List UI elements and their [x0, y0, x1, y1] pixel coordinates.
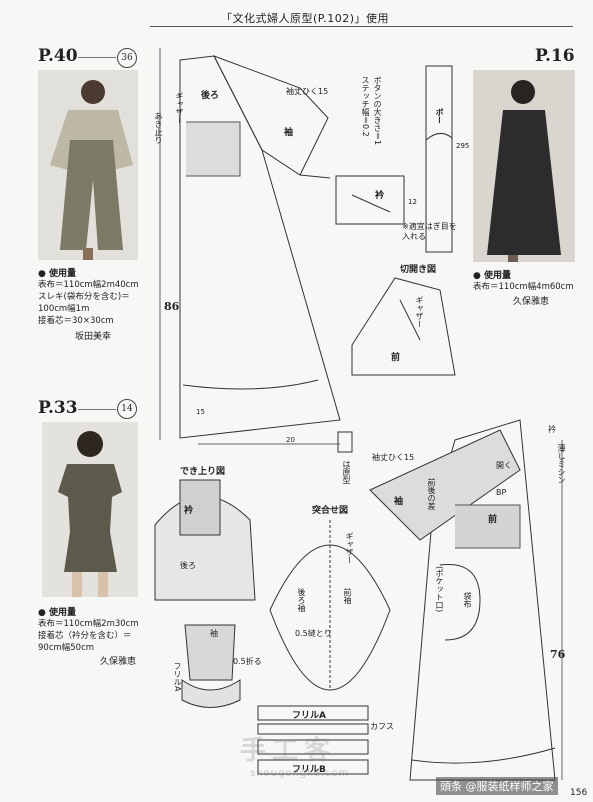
- label-front-2: 前: [488, 515, 498, 525]
- label-button-size: ボタンの大きさ＝1: [373, 76, 382, 146]
- label-seam-note: ※適宜はぎ目を 入れる: [402, 222, 457, 241]
- label-open: 開く: [496, 461, 512, 470]
- label-cut-open-view: 切開き図: [400, 265, 437, 275]
- label-back-sleeve: 後ろ袖: [297, 588, 306, 612]
- label-collar: 衿: [375, 191, 385, 201]
- label-gather-2: ギャザー: [415, 296, 424, 328]
- label-sleeve-3: 袖: [394, 497, 404, 507]
- model-photo-p33: [42, 422, 138, 597]
- page-ref-p16: P.16: [535, 46, 575, 66]
- materials-heading-p16: ● 使用量: [473, 271, 512, 281]
- dim-76: 76: [550, 648, 566, 661]
- materials-list-p40: 表布＝110cm幅2m40cm スレキ(袋布分を含む)＝ 100cm幅1m 接着…: [38, 280, 139, 326]
- author-p40: 坂田美幸: [75, 332, 112, 342]
- dim-295: 295: [456, 142, 470, 150]
- label-back: 後ろ: [201, 91, 220, 101]
- label-sleeve-length: 袖丈ひく15: [286, 87, 329, 96]
- label-collar-2: 衿: [184, 506, 194, 516]
- ref-rule: [78, 57, 116, 58]
- label-back-2: 後ろ: [180, 561, 196, 570]
- label-sleeve-2: 袖: [210, 629, 218, 638]
- dim-12: 12: [408, 198, 417, 206]
- ref-rule: [78, 409, 116, 410]
- materials-heading-text: 使用量: [49, 269, 77, 279]
- label-sleeve: 袖: [284, 128, 294, 138]
- materials-heading-text: 使用量: [49, 608, 77, 618]
- page-ref-p33: P.33: [38, 398, 78, 418]
- label-stitch-width: ステッチ幅＝0.2: [361, 76, 370, 137]
- model-photo-p40: [38, 70, 138, 260]
- materials-list-p33: 表布＝110cm幅2m30cm 接着芯（衿分を含む）＝ 90cm幅50cm: [38, 619, 139, 653]
- materials-heading-p40: ● 使用量: [38, 269, 77, 279]
- watermark-logo: 手工客: [240, 736, 337, 766]
- author-p16: 久保雅恵: [513, 297, 550, 307]
- label-pocket-bag: 袋布: [463, 592, 472, 608]
- label-opening-stop: あき止り: [154, 112, 163, 144]
- label-ease: 0.5縫とり: [295, 629, 332, 638]
- materials-heading-text: 使用量: [484, 271, 512, 281]
- label-front-back-diff: 前後の差: [427, 478, 436, 510]
- model-photo-p16: [473, 70, 575, 262]
- dim-15: 15: [196, 408, 205, 416]
- label-cuffs: カフス: [370, 722, 394, 731]
- label-sleeve-length-2: 袖丈ひく15: [372, 453, 415, 462]
- label-collar-3: 衿: [548, 425, 556, 434]
- label-bp: BP: [496, 488, 507, 497]
- label-frill-b-strip: フリルB: [292, 765, 326, 775]
- author-p33: 久保雅恵: [100, 657, 137, 667]
- page-number: 156: [570, 788, 588, 798]
- label-gather-3: ギャザー: [345, 532, 354, 564]
- page-ref-p40: P.40: [38, 46, 78, 66]
- label-pocket-opening: (ポケット口): [435, 566, 444, 613]
- label-butted-view: 突合せ図: [312, 506, 349, 516]
- label-frill-a-strip: フリルA: [292, 711, 326, 721]
- watermark-url: shougongke.com: [250, 768, 350, 779]
- pattern-number-badge: 36: [117, 48, 137, 68]
- label-light-stitch: 薄しミシン: [557, 444, 566, 484]
- label-base-pattern: は原型: [342, 460, 351, 484]
- pattern-number-badge: 14: [117, 399, 137, 419]
- header-rule: [150, 26, 573, 27]
- label-frill-a: フリルA: [173, 662, 182, 692]
- label-bow: ボー: [435, 108, 444, 124]
- dim-86: 86: [164, 300, 180, 313]
- label-gather: ギャザー: [175, 92, 184, 124]
- dim-20: 20: [286, 436, 295, 444]
- label-finished-view: でき上り図: [180, 467, 226, 477]
- materials-list-p16: 表布＝110cm幅4m60cm: [473, 282, 574, 292]
- header-title: 「文化式婦人原型(P.102)」使用: [221, 12, 389, 25]
- materials-heading-p33: ● 使用量: [38, 608, 77, 618]
- source-credit: 頭条 @服装纸样师之家: [436, 777, 558, 795]
- label-front-sleeve: 前袖: [343, 588, 352, 604]
- label-front: 前: [391, 353, 401, 363]
- label-fold-half: 0.5折る: [233, 657, 262, 666]
